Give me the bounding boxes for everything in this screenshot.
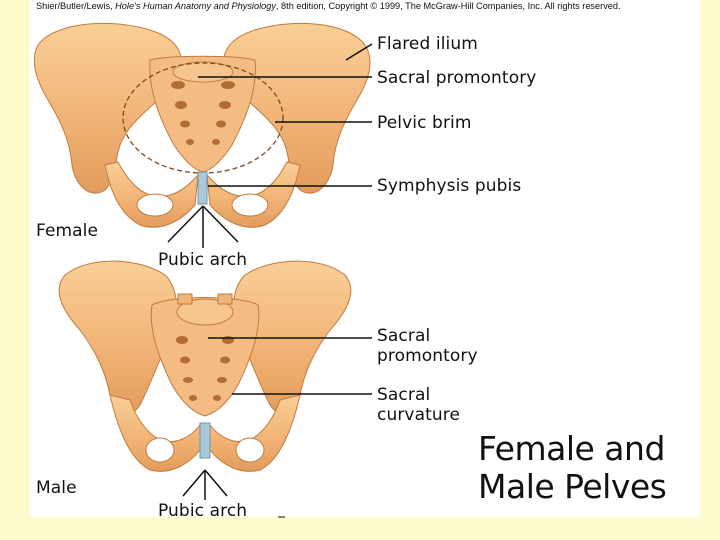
label-pelvic-brim: Pelvic brim: [377, 113, 472, 133]
label-sacral-promontory-male-line2: promontory: [377, 346, 478, 366]
copyright-credit: Shier/Butler/Lewis, Hole's Human Anatomy…: [36, 1, 621, 11]
label-female: Female: [36, 221, 99, 241]
label-sacral-promontory-male-line1: Sacral: [377, 326, 431, 346]
female-pelvis: [33, 22, 371, 248]
male-sacrum: [150, 297, 260, 417]
credit-authors: Shier/Butler/Lewis,: [36, 1, 113, 11]
label-pubic-arch-female: Pubic arch: [158, 250, 248, 270]
female-left-pubis: [104, 161, 199, 228]
male-pelvis: [58, 260, 352, 500]
female-right-pubis: [206, 161, 301, 228]
label-sacral-promontory-female: Sacral promontory: [377, 68, 537, 88]
label-sacral-curvature-line1: Sacral: [377, 385, 431, 405]
label-flared-ilium: Flared ilium: [377, 34, 478, 54]
label-male: Male: [36, 478, 77, 498]
slide-title: Female and Male Pelves: [478, 429, 667, 506]
male-left-ilium: [58, 260, 177, 415]
male-leader-lines: [208, 337, 372, 395]
label-symphysis-pubis: Symphysis pubis: [377, 176, 522, 196]
female-right-ilium: [223, 22, 371, 194]
label-sacral-curvature-line2: curvature: [377, 405, 461, 425]
female-leader-lines: [198, 43, 373, 187]
label-pubic-arch-male: Pubic arch: [158, 501, 248, 521]
slide-title-line1: Female and: [478, 429, 665, 468]
credit-rest: , 8th edition, Copyright © 1999, The McG…: [275, 1, 621, 11]
slide-title-line2: Male Pelves: [478, 467, 667, 506]
female-left-ilium: [33, 22, 182, 194]
credit-book-title: Hole's Human Anatomy and Physiology: [115, 1, 276, 11]
